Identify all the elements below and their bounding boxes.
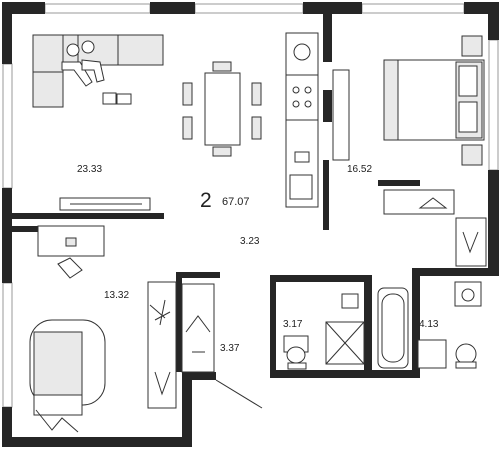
second-bedroom-furniture [29,225,177,433]
closet-furniture [181,283,263,409]
dining-table [204,72,241,146]
area-bedroom-main: 16.52 [347,164,372,175]
bedroom-wardrobe [383,189,455,215]
window-right [488,39,499,171]
living-furniture [32,32,319,211]
bathroom-fixtures [283,287,477,370]
window-top-middle [194,3,304,14]
area-bathroom-shower: 3.17 [283,319,303,330]
total-area: 67.07 [222,196,250,208]
area-bathroom-tub: 4.13 [419,319,439,330]
bedroom-furniture [332,35,487,307]
window-top-right [361,3,465,14]
window-left-top [2,63,13,189]
rooms-count: 2 [200,189,212,212]
window-top-left [44,3,151,14]
area-wardrobe: 3.37 [220,343,240,354]
area-bedroom-second: 13.32 [104,290,129,301]
window-left-bottom [2,282,13,408]
area-living-kitchen: 23.33 [77,164,102,175]
area-hallway: 3.23 [240,236,260,247]
